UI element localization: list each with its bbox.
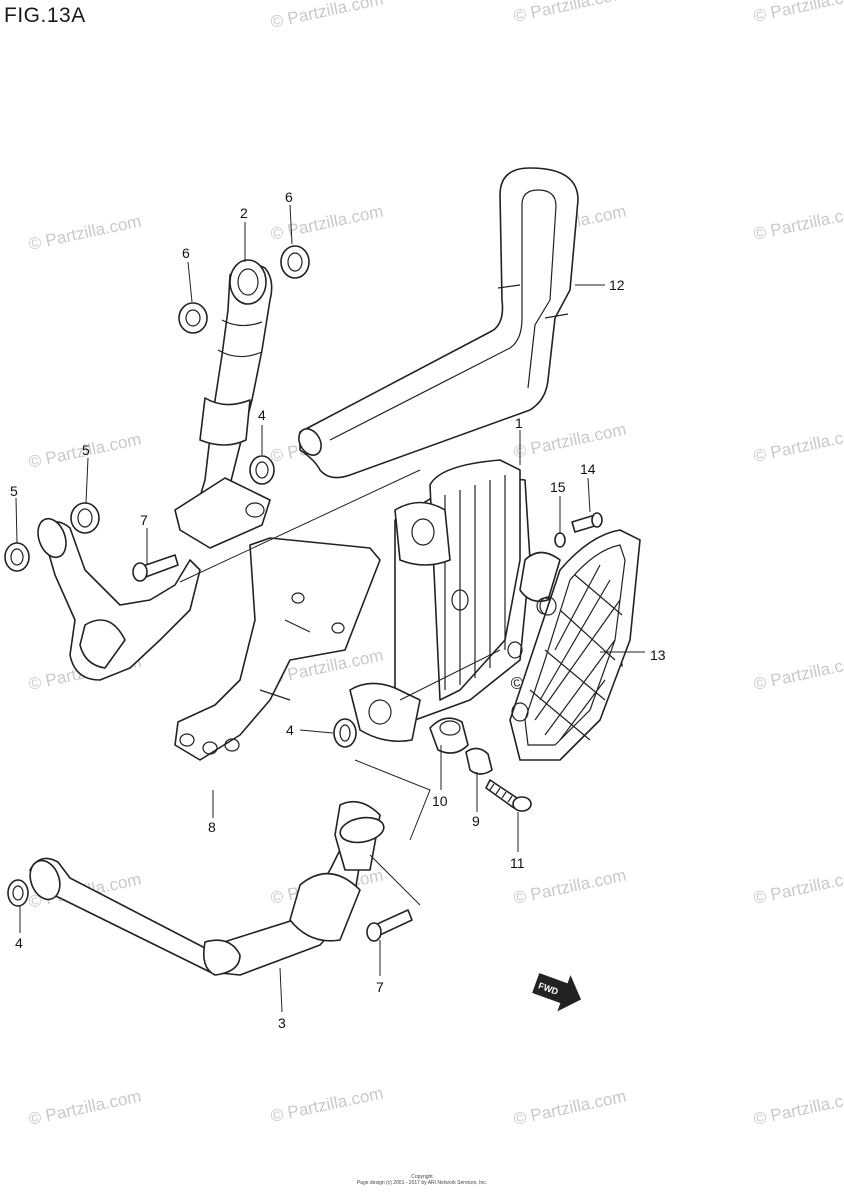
leader-lines xyxy=(15,204,645,1013)
callout-6[interactable]: 6 xyxy=(285,189,293,205)
callout-8[interactable]: 8 xyxy=(208,819,216,835)
watermark: © Partzilla.com xyxy=(752,652,844,694)
hose-left xyxy=(37,517,201,681)
callout-5[interactable]: 5 xyxy=(82,442,90,458)
assembly-lines xyxy=(179,469,501,906)
callout-6[interactable]: 6 xyxy=(182,245,190,261)
watermark: © Partzilla.com xyxy=(27,212,143,254)
callout-5[interactable]: 5 xyxy=(10,483,18,499)
watermark: © Partzilla.com xyxy=(752,202,844,244)
washer-15 xyxy=(554,532,566,548)
callout-11[interactable]: 11 xyxy=(510,855,525,871)
oil-cooler-core xyxy=(349,459,561,743)
callout-15[interactable]: 15 xyxy=(550,479,566,495)
callout-4[interactable]: 4 xyxy=(286,722,294,738)
watermark: © Partzilla.com xyxy=(27,1087,143,1129)
callout-14[interactable]: 14 xyxy=(580,461,596,477)
callout-1[interactable]: 1 xyxy=(515,415,523,431)
callout-9[interactable]: 9 xyxy=(472,813,480,829)
watermark: © Partzilla.com xyxy=(512,1087,628,1129)
callouts: 1 2 3 4 4 4 5 5 6 6 7 7 8 9 10 11 12 13 … xyxy=(10,189,666,1031)
bolt-7-upper xyxy=(132,554,179,582)
spacer-collar xyxy=(465,747,493,775)
bolt-14 xyxy=(571,512,603,533)
watermark: © Partzilla.com xyxy=(512,420,628,462)
figure-title: FIG.13A xyxy=(4,4,86,27)
watermark: © Partzilla.com xyxy=(752,424,844,466)
footer: Copyright Page design (c) 2001 - 2017 by… xyxy=(357,1174,487,1186)
watermark: © Partzilla.com xyxy=(269,1084,385,1126)
watermark: © Partzilla.com xyxy=(512,0,628,26)
watermark: © Partzilla.com xyxy=(512,866,628,908)
footer-line1: Copyright xyxy=(411,1174,433,1180)
callout-12[interactable]: 12 xyxy=(609,277,625,293)
bolt-7-lower xyxy=(366,909,413,942)
callout-7[interactable]: 7 xyxy=(376,979,384,995)
callout-7[interactable]: 7 xyxy=(140,512,148,528)
hose-u-shaped xyxy=(298,167,579,479)
cooler-guard xyxy=(509,529,641,761)
callout-10[interactable]: 10 xyxy=(432,793,448,809)
watermark: © Partzilla.com xyxy=(752,0,844,26)
callout-3[interactable]: 3 xyxy=(278,1015,286,1031)
hose-lower xyxy=(29,800,385,976)
callout-2[interactable]: 2 xyxy=(240,205,248,221)
watermark: © Partzilla.com xyxy=(269,0,385,32)
watermark: © Partzilla.com xyxy=(752,866,844,908)
bolt-11 xyxy=(485,779,532,812)
rubber-mount xyxy=(429,717,469,754)
callout-4[interactable]: 4 xyxy=(15,935,23,951)
callout-4[interactable]: 4 xyxy=(258,407,266,423)
fwd-arrow: FWD xyxy=(532,973,582,1012)
watermark: © Partzilla.com xyxy=(752,1087,844,1129)
watermark: © Partzilla.com xyxy=(269,202,385,244)
callout-13[interactable]: 13 xyxy=(650,647,666,663)
hose-upper xyxy=(174,259,273,549)
bracket xyxy=(174,537,381,761)
footer-line2: Page design (c) 2001 - 2017 by ARI Netwo… xyxy=(357,1180,487,1186)
o-rings xyxy=(4,245,357,907)
